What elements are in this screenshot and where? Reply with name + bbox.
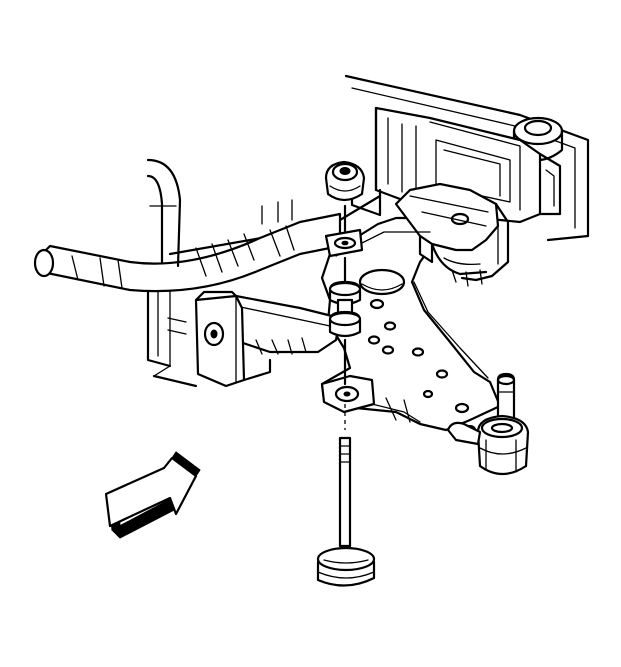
link-upper-retainer <box>324 160 366 202</box>
ball-joint <box>446 372 530 476</box>
link-retainer-top <box>324 228 364 258</box>
stabilizer-shaft <box>33 158 342 293</box>
lower-control-arm <box>194 182 510 436</box>
link-bushings <box>328 280 362 338</box>
forward-arrow-icon <box>104 451 201 539</box>
stabilizer-link-bolt <box>316 404 376 587</box>
